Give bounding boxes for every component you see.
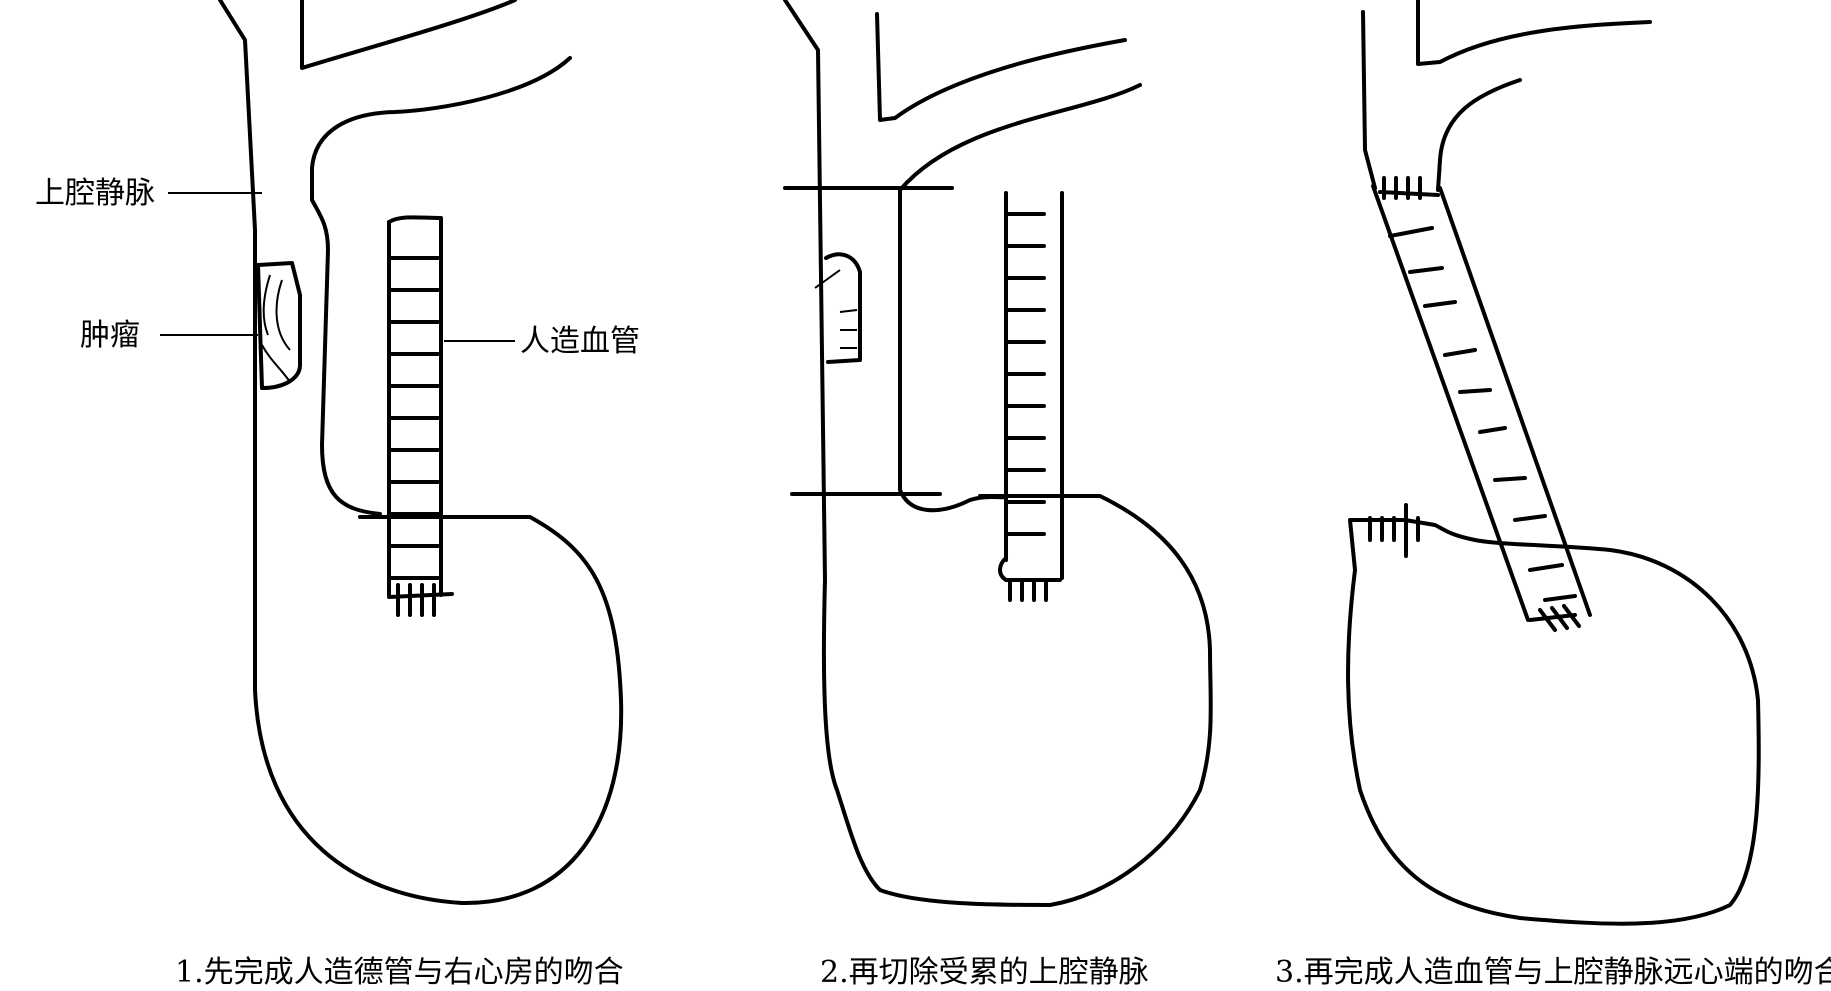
svc-label: 上腔静脉 bbox=[35, 176, 155, 211]
caption-step-2: 2.再切除受累的上腔静脉 bbox=[820, 955, 1149, 990]
innominate-vein-outline bbox=[1416, 0, 1652, 66]
tumor-remnant bbox=[824, 252, 862, 364]
panel-1: 上腔静脉 肿瘤 人造血管 bbox=[35, 0, 640, 906]
svc-outline-right bbox=[1436, 78, 1522, 192]
atrium-outline bbox=[1346, 518, 1761, 926]
svc-proximal-stump-sutures bbox=[1368, 503, 1420, 558]
panel-2 bbox=[783, 0, 1213, 907]
tumor-hatch bbox=[814, 269, 858, 349]
svc-heart-outline-left bbox=[218, 0, 624, 906]
caption-step-3: 3.再完成人造血管与上腔静脉远心端的吻合 bbox=[1275, 955, 1831, 990]
innominate-vein-outline bbox=[875, 12, 1127, 122]
svc-heart-outline bbox=[783, 0, 1213, 907]
tumor-hatch bbox=[261, 274, 291, 383]
graft-tube bbox=[998, 191, 1064, 602]
svc-left-outline bbox=[1361, 10, 1377, 190]
tumor-label: 肿瘤 bbox=[80, 318, 140, 353]
caption-step-1: 1.先完成人造德管与右心房的吻合 bbox=[175, 955, 624, 990]
panel-3 bbox=[1346, 0, 1761, 926]
svc-outline-right bbox=[310, 56, 572, 516]
tumor-shape bbox=[256, 261, 302, 390]
graft-tube bbox=[387, 215, 454, 617]
graft-label: 人造血管 bbox=[520, 324, 640, 359]
svc-outline-right bbox=[898, 83, 1142, 513]
innominate-vein-outline bbox=[300, 0, 517, 70]
graft-tube-angled bbox=[1371, 176, 1592, 632]
